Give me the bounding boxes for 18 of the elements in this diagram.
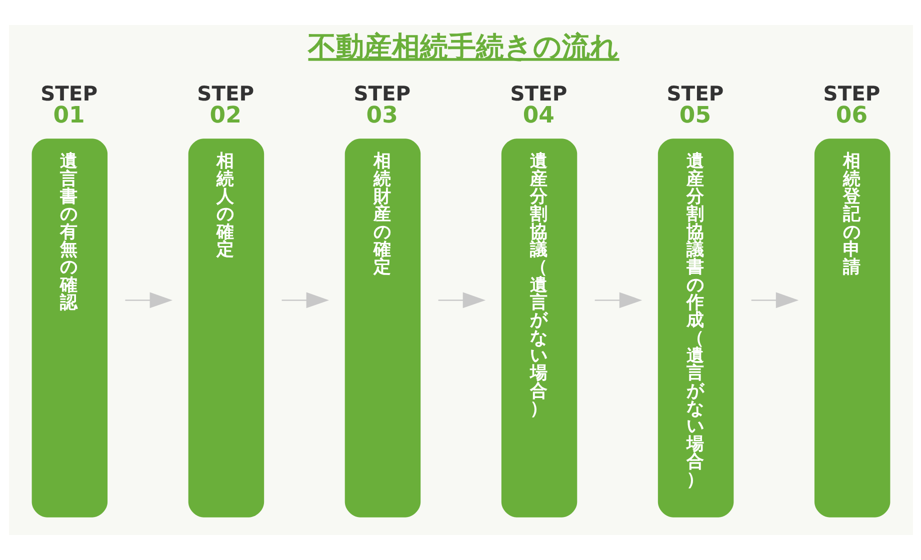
- node-label: STEP 04: [510, 81, 567, 129]
- node-box: 遺言書の有無の確認: [31, 138, 108, 518]
- node-box: 遺産分割協議（遺言がない場合）: [500, 138, 577, 518]
- node-label: STEP 06: [822, 81, 880, 129]
- node-label: STEP 01: [40, 81, 98, 129]
- node-label: STEP 03: [353, 81, 410, 129]
- arrow: [124, 292, 172, 308]
- arrow: [594, 292, 642, 308]
- node-box: 相続財産の確定: [344, 138, 420, 518]
- node-box: 相続登記の申請: [814, 138, 890, 518]
- node-label: STEP 05: [666, 81, 724, 129]
- node-box: 遺産分割協議書の作成（遺言がない場合）: [657, 138, 734, 518]
- arrow: [281, 292, 329, 308]
- node-label: STEP 02: [196, 81, 254, 129]
- diagram-title: 不動産相続手続きの流れ: [308, 30, 619, 64]
- node-box: 相続人の確定: [188, 138, 264, 518]
- arrow: [438, 292, 486, 308]
- arrow: [750, 292, 798, 308]
